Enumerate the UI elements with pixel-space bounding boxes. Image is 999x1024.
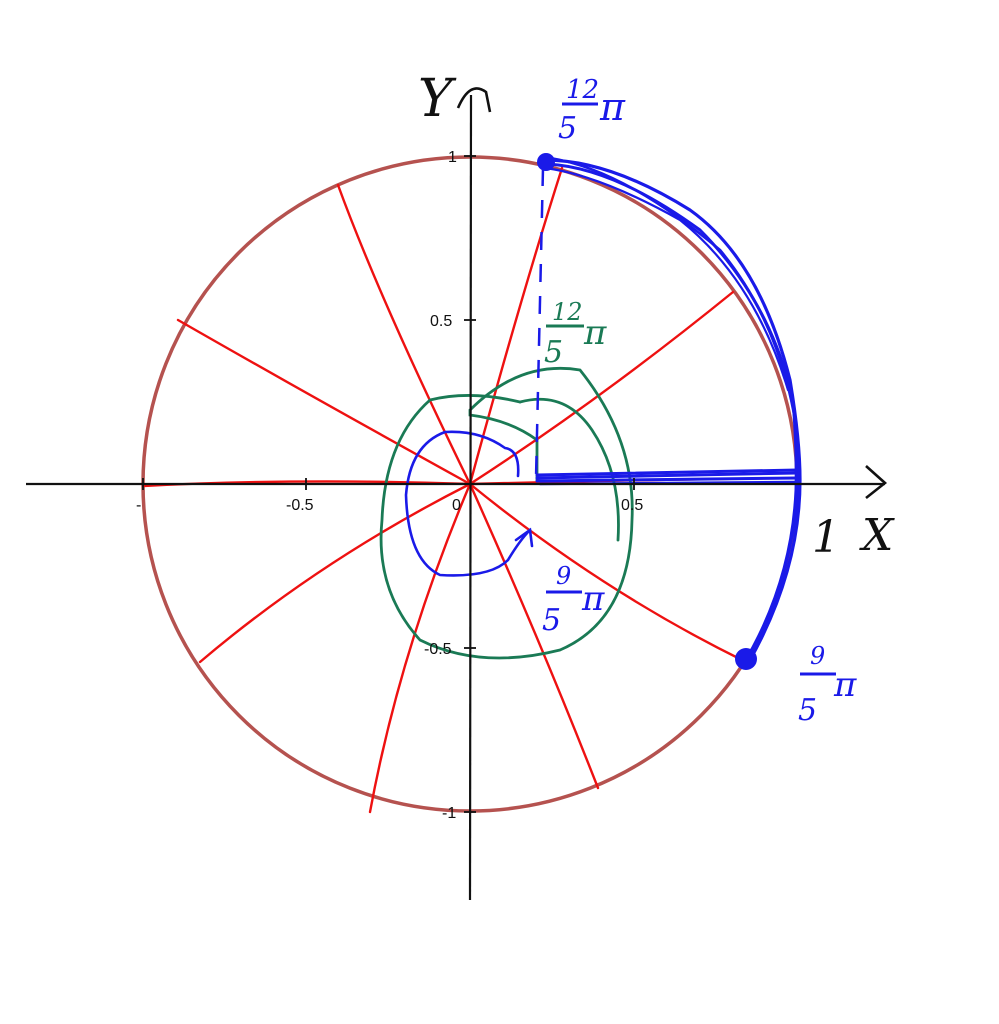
blue-point-bottom bbox=[735, 648, 757, 670]
annotation-green: 12 5 π bbox=[544, 298, 607, 370]
x-axis-arrow bbox=[865, 465, 888, 500]
blue-horizontal-stroke bbox=[535, 468, 801, 486]
y-axis-label: Y bbox=[418, 69, 457, 129]
blue-outer-arc bbox=[543, 156, 802, 662]
y-axis-arrow bbox=[456, 87, 492, 113]
annotation-top-num: 12 bbox=[566, 75, 599, 105]
x-tick-label-neg1: - bbox=[136, 497, 141, 514]
blue-inner-arrow bbox=[514, 527, 534, 548]
blue-inner-loop bbox=[404, 430, 532, 577]
radial-line-36 bbox=[468, 290, 735, 486]
annotation-green-pi: π bbox=[583, 313, 607, 353]
radial-line-288 bbox=[468, 482, 600, 790]
y-tick-label-neg05: -0.5 bbox=[424, 641, 452, 658]
radial-line-324 bbox=[468, 482, 744, 662]
x-axis-label: X bbox=[859, 510, 895, 561]
blue-dashed-line bbox=[534, 167, 545, 479]
y-axis bbox=[468, 94, 473, 901]
radial-line-216 bbox=[198, 482, 472, 664]
annotation-bottom-num: 9 bbox=[810, 642, 825, 670]
radial-line-252 bbox=[368, 482, 472, 814]
radial-line-108 bbox=[336, 183, 472, 486]
x-tick-label-neg05: -0.5 bbox=[286, 497, 314, 514]
annotation-inner-pi: π bbox=[581, 579, 605, 619]
annotation-bottom-den: 5 bbox=[798, 693, 817, 728]
annotation-green-den: 5 bbox=[544, 335, 563, 370]
annotation-bottom: 9 5 π bbox=[798, 642, 857, 728]
radial-line-144 bbox=[176, 318, 472, 486]
annotation-bottom-pi: π bbox=[833, 665, 857, 705]
y-tick-label-neg1: -1 bbox=[442, 805, 456, 822]
annotation-top-den: 5 bbox=[558, 111, 577, 146]
annotation-top: 12 5 π bbox=[558, 75, 626, 146]
annotation-inner: 9 5 π bbox=[542, 562, 605, 638]
annotation-top-pi: π bbox=[599, 85, 626, 129]
blue-point-top bbox=[537, 153, 555, 171]
y-tick-label-05: 0.5 bbox=[430, 313, 452, 330]
green-spiral-tail bbox=[518, 397, 620, 542]
axes bbox=[26, 87, 888, 901]
x-unit-mark: 1 bbox=[812, 512, 840, 563]
annotation-inner-num: 9 bbox=[556, 562, 571, 590]
green-spiral bbox=[379, 366, 634, 660]
y-tick-label-1: 1 bbox=[448, 149, 457, 166]
x-tick-label-05: 0.5 bbox=[621, 497, 643, 514]
annotation-green-num: 12 bbox=[552, 298, 583, 326]
tick-marks bbox=[142, 155, 635, 813]
annotation-inner-den: 5 bbox=[542, 603, 561, 638]
x-tick-label-0: 0 bbox=[452, 497, 461, 514]
